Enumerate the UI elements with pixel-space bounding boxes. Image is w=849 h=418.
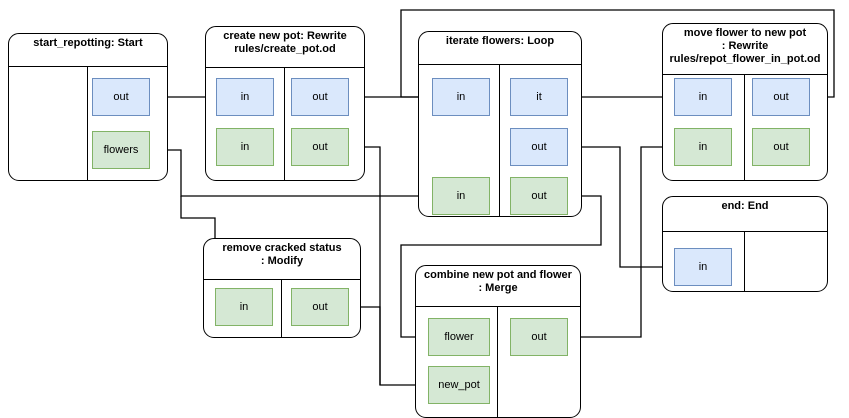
port-input-in[interactable]: in bbox=[215, 288, 273, 326]
node-body-end bbox=[663, 231, 827, 291]
port-output-out[interactable]: out bbox=[752, 78, 810, 116]
port-output-flowers[interactable]: flowers bbox=[92, 131, 150, 169]
port-output-out[interactable]: out bbox=[510, 128, 568, 166]
edge-merge-out-to-moveflower-green-in bbox=[568, 143, 675, 338]
input-column bbox=[663, 232, 745, 291]
port-input-in[interactable]: in bbox=[216, 128, 274, 166]
port-input-in[interactable]: in bbox=[674, 128, 732, 166]
title-line: : Modify bbox=[260, 255, 304, 267]
node-body-create_new_pot bbox=[206, 67, 364, 180]
node-body-iterate_flowers bbox=[419, 64, 581, 216]
edge-moveflower-blue-out-to-loop-blue-in bbox=[400, 9, 835, 101]
node-title-remove_cracked_status: remove cracked status: Modify bbox=[204, 239, 360, 279]
node-title-combine_new_pot_and_flower: combine new pot and flower: Merge bbox=[416, 266, 580, 306]
title-line: end: End bbox=[721, 200, 769, 212]
title-line: iterate flowers: Loop bbox=[445, 35, 555, 47]
title-line: remove cracked status bbox=[222, 242, 342, 254]
port-input-in[interactable]: in bbox=[216, 78, 274, 116]
port-input-in[interactable]: in bbox=[432, 177, 490, 215]
port-output-it[interactable]: it bbox=[510, 78, 568, 116]
port-input-in[interactable]: in bbox=[432, 78, 490, 116]
edge-loop-blue-out-to-end-in bbox=[568, 146, 675, 271]
node-body-start_repotting bbox=[9, 66, 167, 180]
port-output-out[interactable]: out bbox=[291, 288, 349, 326]
port-output-out[interactable]: out bbox=[510, 177, 568, 215]
title-line: create new pot: Rewrite bbox=[223, 30, 347, 42]
input-column bbox=[419, 65, 500, 216]
title-line: start_repotting: Start bbox=[33, 37, 143, 49]
port-input-in[interactable]: in bbox=[674, 248, 732, 286]
port-input-flower[interactable]: flower bbox=[428, 318, 490, 356]
port-input-new-pot[interactable]: new_pot bbox=[428, 366, 490, 404]
input-column bbox=[416, 307, 498, 417]
title-line: move flower to new pot bbox=[683, 27, 807, 39]
node-title-start_repotting: start_repotting: Start bbox=[9, 34, 167, 66]
title-line: combine new pot and flower bbox=[424, 269, 572, 281]
title-line: : Merge bbox=[478, 282, 518, 294]
input-column bbox=[663, 75, 745, 180]
edge-loop-green-out-to-merge-flower bbox=[400, 195, 602, 341]
input-column bbox=[206, 68, 285, 180]
node-body-remove_cracked_status bbox=[204, 279, 360, 337]
node-title-end: end: End bbox=[663, 197, 827, 231]
input-column bbox=[9, 67, 88, 180]
input-column bbox=[204, 280, 282, 337]
port-output-out[interactable]: out bbox=[92, 78, 150, 116]
title-line: rules/repot_flower_in_pot.od bbox=[669, 53, 821, 65]
output-column bbox=[745, 232, 827, 291]
node-title-iterate_flowers: iterate flowers: Loop bbox=[419, 32, 581, 64]
port-output-out[interactable]: out bbox=[510, 318, 568, 356]
port-output-out[interactable]: out bbox=[291, 128, 349, 166]
port-output-out[interactable]: out bbox=[291, 78, 349, 116]
node-body-combine_new_pot_and_flower bbox=[416, 306, 580, 417]
title-line: rules/create_pot.od bbox=[234, 43, 336, 55]
title-line: : Rewrite bbox=[721, 40, 769, 52]
node-body-move_flower_to_new_pot bbox=[663, 74, 827, 180]
port-output-out[interactable]: out bbox=[752, 128, 810, 166]
port-input-in[interactable]: in bbox=[674, 78, 732, 116]
